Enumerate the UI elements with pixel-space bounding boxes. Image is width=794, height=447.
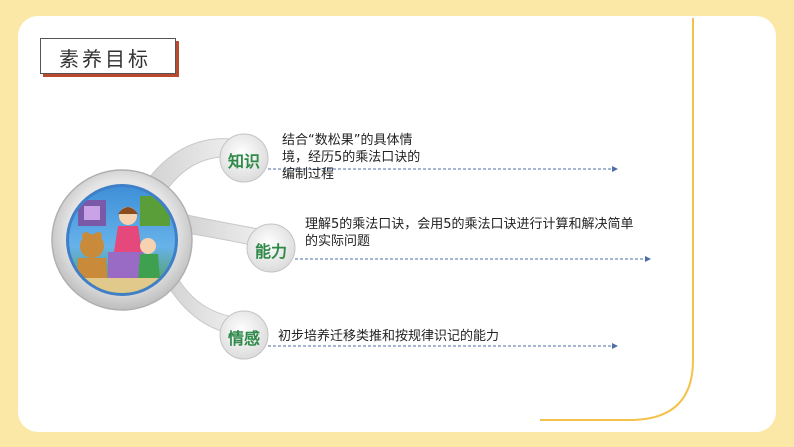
dashed-lines (268, 168, 645, 347)
children-illustration (69, 187, 175, 293)
objective-text-emotion: 初步培养迁移类推和按规律识记的能力 (278, 329, 500, 344)
objective-text-ability: 理解5的乘法口诀，会用5的乘法口诀进行计算和解决简单的实际问题 (305, 217, 634, 249)
badge-knowledge (219, 133, 269, 183)
badge-emotion (219, 310, 269, 360)
accent-curve (540, 18, 694, 421)
line-arrows (612, 166, 651, 349)
objective-text-knowledge: 结合“数松果”的具体情境，经历5的乘法口诀的编制过程 (282, 133, 421, 182)
label-knowledge: 知识 (227, 152, 260, 171)
illustration-ring (51, 169, 193, 311)
page-title: 素养目标 (59, 47, 151, 71)
label-ability: 能力 (254, 242, 287, 261)
title-box: 素养目标 (40, 38, 176, 74)
label-emotion: 情感 (227, 329, 260, 348)
badge-ability (246, 223, 296, 273)
